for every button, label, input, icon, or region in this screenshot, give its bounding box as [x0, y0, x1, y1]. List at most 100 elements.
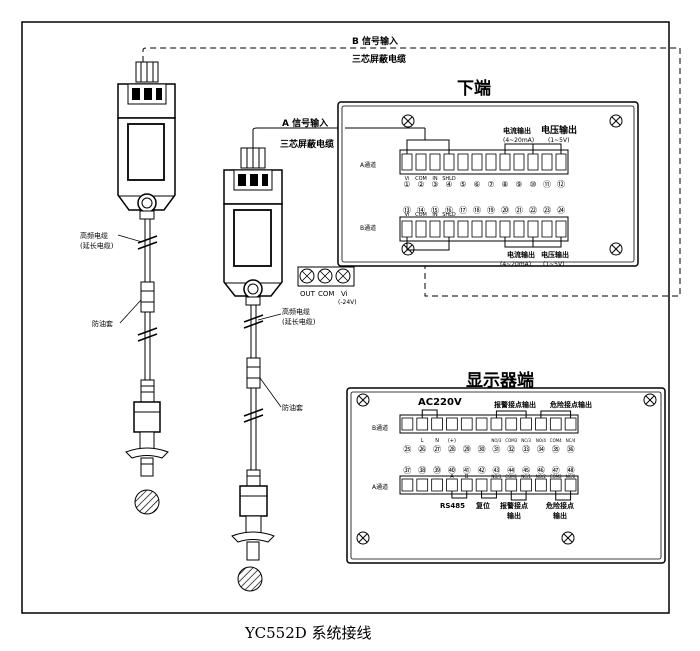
display-terminal-number: ㊼ [552, 466, 560, 475]
lower-terminal-slot [513, 153, 525, 171]
lower-terminal-slot [429, 153, 441, 171]
display-terminal-number: ㉛ [492, 445, 500, 454]
lower-terminal-slot [555, 220, 567, 238]
lower-top-term: SHLD [442, 176, 456, 182]
display-ab-term: B [465, 474, 469, 480]
display-terminal-slot [564, 417, 577, 431]
lower-terminal-number: ⑨ [515, 180, 522, 189]
lower-terminal-slot [513, 220, 525, 238]
lower-terminal-slot [429, 220, 441, 238]
display-ac-label: AC220V [418, 397, 462, 408]
display-a-channel: A通道 [372, 483, 388, 491]
power-vi-label: Vi [341, 290, 348, 298]
display-danger-bottom-2: 输出 [553, 511, 567, 520]
display-terminal-slot [475, 417, 488, 431]
lower-terminal-slot [415, 220, 427, 238]
display-terminal-number: ㉕ [403, 445, 411, 454]
lower-terminal-slot [541, 153, 553, 171]
display-terminal-number: ㉘ [448, 445, 456, 454]
display-terminal-number: ㊹ [507, 466, 515, 475]
sensor-a [223, 127, 345, 592]
display-terminal-slot [535, 417, 547, 431]
display-b-channel: B通道 [372, 424, 388, 432]
lower-current-out-bottom: 电流输出 [507, 250, 535, 259]
lower-terminal-number: ⑮ [431, 206, 439, 215]
lower-terminal-slot [471, 153, 483, 171]
display-terminal-number: ㉗ [433, 445, 441, 454]
lower-terminal-number: ④ [445, 180, 452, 189]
lower-terminal-number: ㉔ [557, 206, 565, 215]
display-terminal-number: ㉞ [537, 445, 545, 454]
left-hf-cable-sub: (延长电缆) [80, 241, 114, 250]
display-terminal-number: ㉚ [478, 445, 486, 454]
sensor-b [117, 47, 680, 515]
display-relay-term: COM3 [505, 438, 517, 443]
lower-terminal-number: ② [417, 180, 424, 189]
lower-current-range-bottom: (4~20mA) [500, 261, 531, 268]
display-relay-term: COM2 [550, 474, 562, 479]
display-relay-term: NC/4 [566, 438, 576, 443]
display-terminal-slot [505, 478, 518, 492]
display-terminal-number: ㉖ [418, 445, 426, 454]
lower-top-term: COM [415, 176, 427, 182]
mid-hf-cable-sub: (延长电缆) [282, 317, 316, 326]
display-relay-term: NO/1 [491, 474, 501, 479]
display-terminal-slot [446, 417, 458, 431]
display-reset: 复位 [475, 501, 490, 510]
display-power-term: (+) [448, 438, 456, 444]
display-relay-term: NO/4 [536, 438, 546, 443]
lower-terminal-number: ㉓ [543, 206, 551, 215]
lower-terminal-slot [499, 220, 511, 238]
display-terminal-number: ㊸ [492, 466, 500, 475]
display-terminal-slot [446, 478, 458, 492]
display-terminal-slot [520, 478, 532, 492]
lower-terminal-number: ⑰ [459, 206, 467, 215]
outer-frame [21, 21, 670, 614]
lower-voltage-out-bottom: 电压输出 [541, 250, 569, 259]
display-terminal-slot [460, 417, 473, 431]
lower-terminal-number: ⑫ [557, 180, 565, 189]
display-power-term: N [435, 438, 439, 444]
display-rs485: RS485 [440, 502, 465, 510]
lower-terminal-slot [443, 153, 455, 171]
lower-terminal-number: ⑳ [501, 206, 509, 215]
lower-terminal-number: ㉑ [515, 206, 523, 215]
display-terminal-number: ㊴ [433, 466, 441, 475]
power-out-label: OUT [300, 290, 316, 298]
lower-terminal-number: ⑯ [445, 206, 453, 215]
display-relay-term: NC/2 [566, 474, 576, 479]
diagram-caption: YC552D 系统接线 [245, 624, 372, 642]
lower-terminal-number: ⑩ [529, 180, 536, 189]
display-terminal-number: ㊲ [403, 466, 411, 475]
display-terminal-slot [401, 478, 414, 492]
lower-terminal-slot [457, 153, 469, 171]
lower-terminal-number: ⑥ [473, 180, 480, 189]
display-terminal-slot [549, 417, 562, 431]
display-ab-term: A [450, 474, 454, 480]
display-relay-term: COM1 [505, 474, 517, 479]
display-terminal-number: ㊷ [478, 466, 486, 475]
display-terminal-number: ㊶ [463, 466, 471, 475]
a-signal-input-label: A 信号输入 [282, 117, 328, 129]
display-terminal-slot [401, 417, 414, 431]
display-terminal-slot [416, 417, 429, 431]
display-terminal-number: ㉜ [507, 445, 515, 454]
lower-terminal-number: ⑪ [543, 180, 551, 189]
lower-voltage-range-top: (1~5V) [548, 137, 569, 144]
labels: B 信号输入 三芯屏蔽电缆 A 信号输入 三芯屏蔽电缆 高频电缆 (延长电缆) … [80, 35, 592, 520]
lower-terminal-slot [415, 153, 427, 171]
display-terminal-slot [475, 478, 488, 492]
lower-terminal-slot [555, 153, 567, 171]
lower-terminal-number: ⑧ [501, 180, 508, 189]
display-relay-term: NC/1 [521, 474, 531, 479]
display-alarm-top: 报警接点输出 [494, 400, 536, 409]
lower-terminal-number: ⑱ [473, 206, 481, 215]
display-terminal-number: ㉙ [463, 445, 471, 454]
lower-terminal-slot [485, 153, 497, 171]
left-hf-cable-label: 高频电缆 [80, 231, 108, 240]
display-terminal-slot [490, 417, 503, 431]
power-com-label: COM [318, 290, 334, 298]
